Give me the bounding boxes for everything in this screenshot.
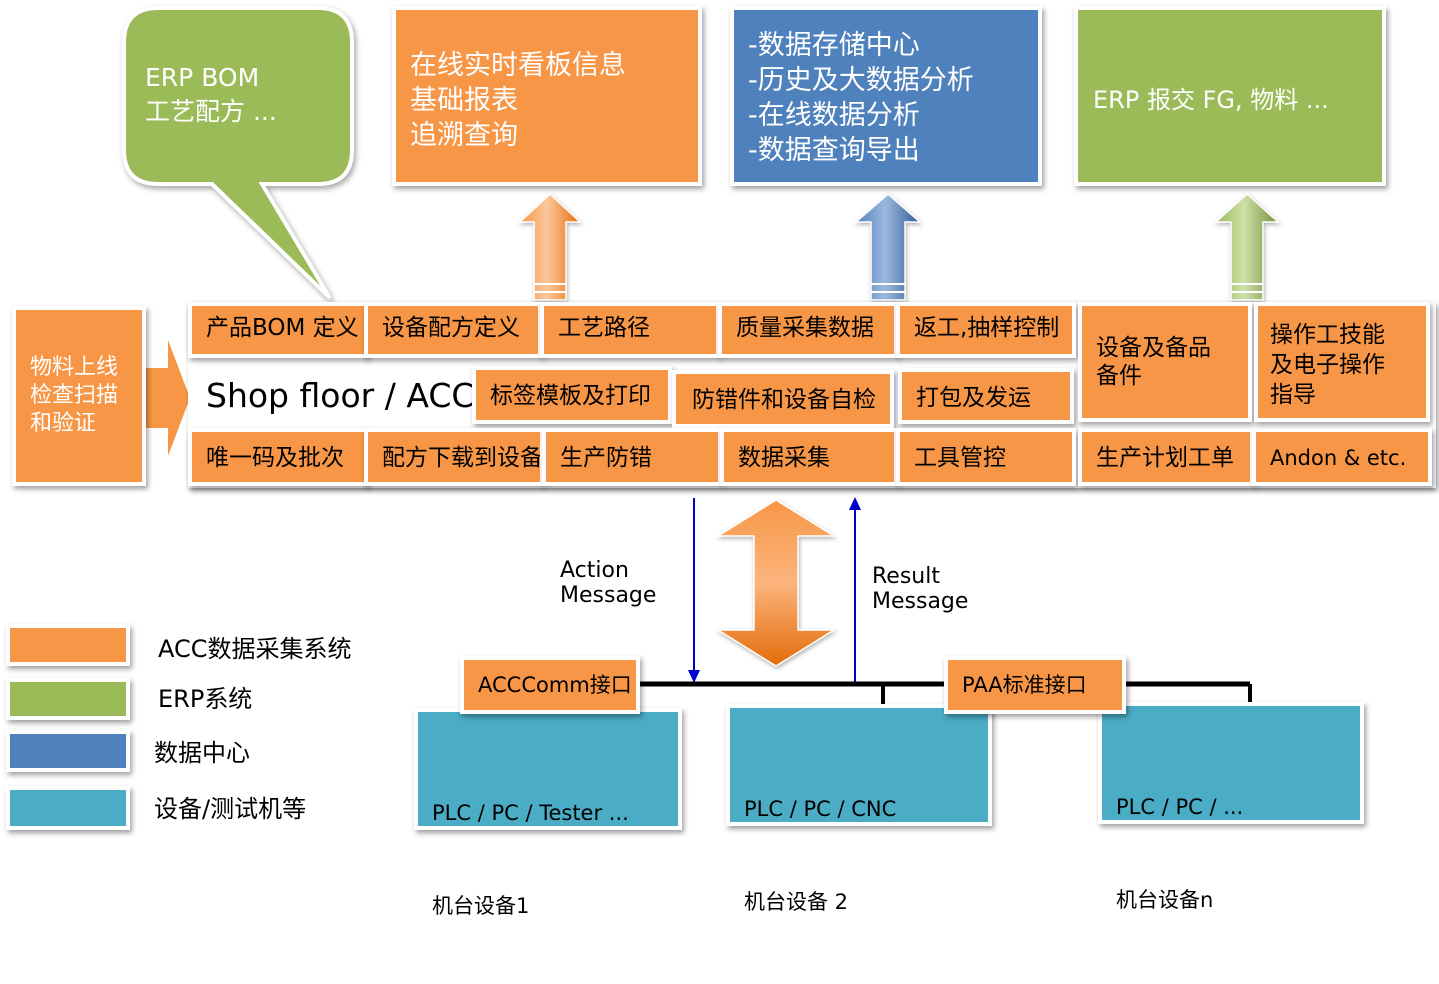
device-3-line-1: PLC / PC / ... bbox=[1116, 795, 1244, 819]
diagram-graphics bbox=[122, 6, 1280, 704]
result-message-arrow bbox=[849, 497, 861, 683]
side-arrow-right bbox=[146, 340, 190, 456]
bus-line bbox=[636, 681, 1252, 704]
cell-equipment-recipe: 设备配方定义 bbox=[364, 302, 542, 358]
legend-label-acc: ACC数据采集系统 bbox=[158, 635, 352, 663]
legend-swatch-datacenter bbox=[6, 730, 130, 772]
legend-swatch-device bbox=[6, 786, 130, 830]
cell-rework-sampling: 返工,抽样控制 bbox=[896, 302, 1076, 358]
arrow-up-blue bbox=[854, 193, 922, 301]
material-check-box: 物料上线 检查扫描 和验证 bbox=[12, 306, 146, 486]
cell-spare-parts: 设备及备品 备件 bbox=[1078, 302, 1252, 422]
kanban-box: 在线实时看板信息 基础报表 追溯查询 bbox=[392, 6, 702, 186]
legend-label-device: 设备/测试机等 bbox=[154, 795, 307, 823]
device-box-3: PLC / PC / ... 机台设备n bbox=[1098, 702, 1364, 912]
cell-production-plan: 生产计划工单 bbox=[1078, 428, 1254, 486]
cell-production-mistake-proof: 生产防错 bbox=[542, 428, 722, 486]
cell-pack-ship: 打包及发运 bbox=[898, 368, 1074, 424]
result-message-label: Result Message bbox=[872, 564, 969, 614]
callout-line-2: 工艺配方 ... bbox=[145, 97, 277, 126]
cell-process-route: 工艺路径 bbox=[540, 302, 720, 358]
legend-swatch-acc bbox=[6, 624, 130, 666]
callout-bubble bbox=[122, 6, 354, 300]
cell-operator-guide: 操作工技能 及电子操作 指导 bbox=[1254, 302, 1430, 422]
cell-tool-control: 工具管控 bbox=[896, 428, 1076, 486]
cell-mistake-proof-check: 防错件和设备自检 bbox=[672, 370, 894, 428]
material-check-text: 物料上线 检查扫描 和验证 bbox=[30, 355, 119, 436]
datacenter-box: -数据存储中心 -历史及大数据分析 -在线数据分析 -数据查询导出 bbox=[730, 6, 1042, 186]
cell-andon: Andon & etc. bbox=[1252, 428, 1432, 486]
device-1-line-1: PLC / PC / Tester ... bbox=[432, 801, 629, 825]
operator-guide-text: 操作工技能 及电子操作 指导 bbox=[1270, 322, 1385, 408]
arrow-up-green bbox=[1214, 192, 1280, 301]
device-1-line-2: 机台设备1 bbox=[432, 894, 530, 918]
shopfloor-title: Shop floor / ACC bbox=[206, 376, 475, 415]
device-2-line-2: 机台设备 2 bbox=[744, 890, 849, 914]
bidirectional-arrow bbox=[715, 499, 837, 667]
paa-interface-box: PAA标准接口 bbox=[944, 656, 1126, 714]
legend-label-erp: ERP系统 bbox=[158, 685, 253, 713]
device-2-text: PLC / PC / CNC 机台设备 2 bbox=[730, 708, 988, 980]
arrow-up-orange bbox=[518, 192, 582, 301]
device-box-2: PLC / PC / CNC 机台设备 2 bbox=[726, 704, 992, 914]
spare-parts-text: 设备及备品 备件 bbox=[1096, 335, 1211, 389]
action-message-label: Action Message bbox=[560, 558, 657, 608]
device-1-text: PLC / PC / Tester ... 机台设备1 bbox=[418, 712, 678, 984]
device-box-1: PLC / PC / Tester ... 机台设备1 bbox=[414, 708, 682, 918]
action-message-arrow bbox=[688, 498, 700, 683]
cell-quality-data: 质量采集数据 bbox=[718, 302, 898, 358]
legend-label-datacenter: 数据中心 bbox=[154, 739, 250, 767]
legend-swatch-erp bbox=[6, 678, 130, 720]
callout-line-1: ERP BOM bbox=[145, 63, 260, 92]
erp-box: ERP 报交 FG, 物料 ... bbox=[1074, 6, 1386, 186]
cell-product-bom: 产品BOM 定义 bbox=[188, 302, 368, 358]
acc-interface-box: ACCComm接口 bbox=[460, 656, 640, 714]
device-3-line-2: 机台设备n bbox=[1116, 888, 1214, 912]
device-2-line-1: PLC / PC / CNC bbox=[744, 797, 897, 821]
cell-label-print: 标签模板及打印 bbox=[472, 366, 672, 424]
cell-recipe-download: 配方下载到设备 bbox=[364, 428, 544, 486]
device-3-text: PLC / PC / ... 机台设备n bbox=[1102, 706, 1360, 978]
cell-data-collection: 数据采集 bbox=[720, 428, 898, 486]
cell-unique-code-batch: 唯一码及批次 bbox=[188, 428, 368, 486]
